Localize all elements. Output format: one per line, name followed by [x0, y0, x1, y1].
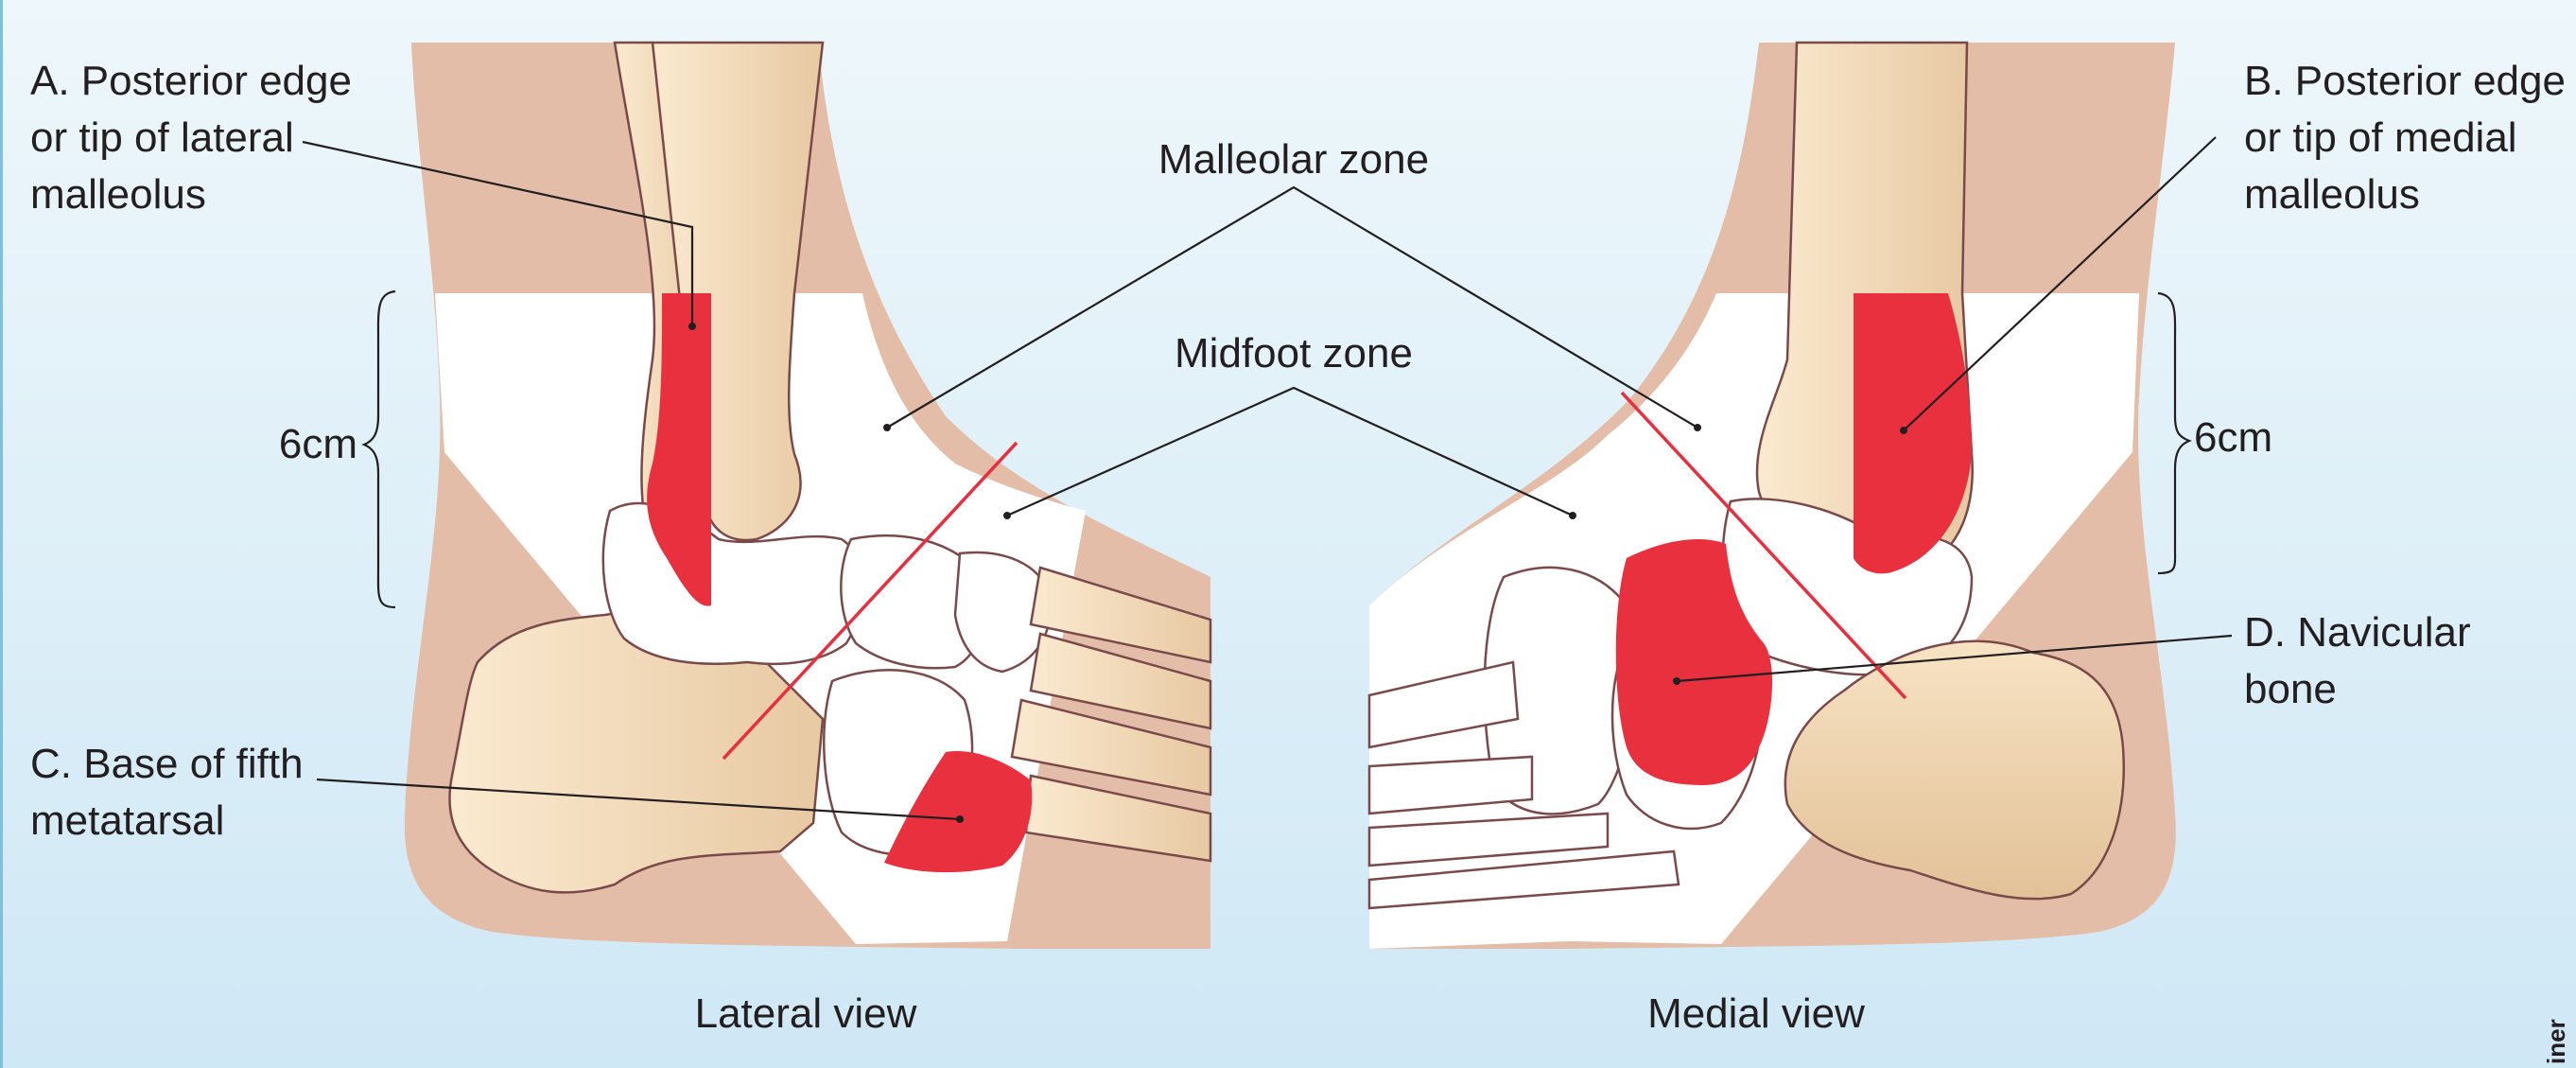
- label-d-line2: bone: [2244, 666, 2337, 712]
- left-border: [0, 0, 3, 1068]
- label-midfoot-zone: Midfoot zone: [1175, 330, 1413, 376]
- label-b-line2: or tip of medial: [2244, 114, 2517, 161]
- credit-text: iner: [2542, 1019, 2570, 1064]
- label-b-line1: B. Posterior edge: [2244, 58, 2566, 104]
- label-a-line3: malleolus: [30, 171, 206, 218]
- label-lateral-view: Lateral view: [695, 990, 917, 1037]
- label-a-line1: A. Posterior edge: [30, 58, 352, 104]
- label-left-6cm: 6cm: [279, 421, 357, 467]
- label-medial-view: Medial view: [1647, 990, 1865, 1037]
- label-c-line2: metatarsal: [30, 797, 224, 844]
- label-d-line1: D. Navicular: [2244, 609, 2471, 656]
- label-malleolar-zone: Malleolar zone: [1158, 136, 1429, 183]
- label-a-line2: or tip of lateral: [30, 114, 294, 161]
- label-b-line3: malleolus: [2244, 171, 2420, 218]
- label-right-6cm: 6cm: [2194, 414, 2272, 461]
- label-c-line1: C. Base of fifth: [30, 741, 304, 787]
